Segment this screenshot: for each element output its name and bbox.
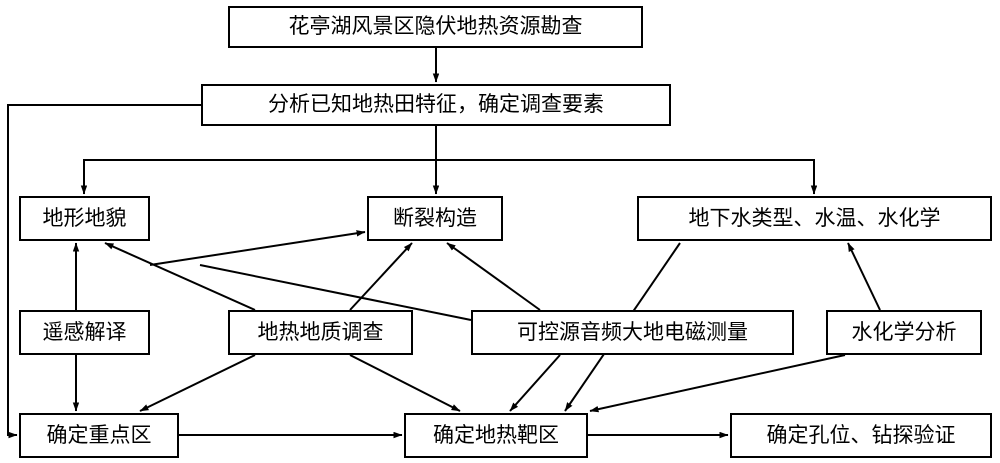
node-fault-structure: 断裂构造 [367, 196, 503, 241]
edge-stage1-feedback-to-key-area [7, 104, 201, 439]
edge-geology-to-key-area [139, 354, 256, 412]
edge-geology-to-target [349, 354, 461, 412]
node-determine-key-area: 确定重点区 [19, 413, 179, 458]
node-determine-geothermal-target: 确定地热靶区 [404, 413, 588, 458]
edge-stage1-bus-left [80, 126, 437, 195]
node-remote-sensing: 遥感解译 [19, 310, 150, 355]
edge-hydrochem-to-groundwater [847, 242, 881, 311]
edge-geology-to-fault [349, 242, 413, 311]
node-topography: 地形地貌 [19, 196, 150, 241]
edge-topography-cross-to-fault [149, 230, 366, 266]
node-geothermal-geology-survey: 地热地质调查 [228, 310, 413, 355]
edge-geology-to-topography [104, 242, 256, 311]
node-groundwater-type: 地下水类型、水温、水化学 [637, 196, 992, 241]
node-hydrochemical-analysis: 水化学分析 [826, 310, 982, 355]
node-analyze-known-geothermal-field: 分析已知地热田特征，确定调查要素 [201, 84, 671, 126]
edge-csamt-to-target [509, 354, 561, 412]
edge-stage1-bus-right [435, 126, 818, 195]
node-title: 花亭湖风景区隐伏地热资源勘查 [228, 6, 643, 48]
edge-hydrochem-to-target [589, 354, 846, 413]
node-determine-drill-site: 确定孔位、钻探验证 [730, 413, 992, 458]
node-csamt-survey: 可控源音频大地电磁测量 [471, 310, 794, 355]
edge-csamt-to-fault [446, 242, 541, 311]
